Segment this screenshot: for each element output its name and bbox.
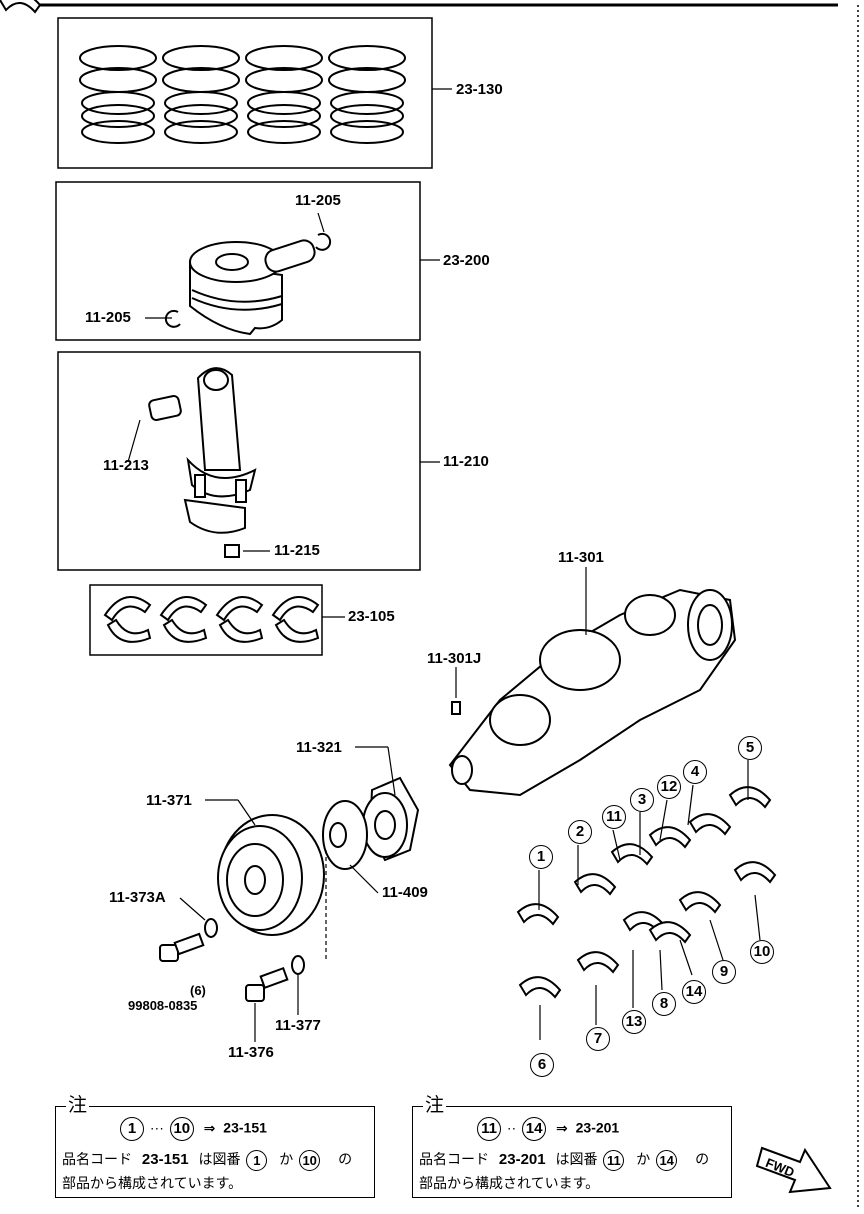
callout-1: 1 — [529, 845, 553, 869]
note-2-range: 11 ·· 14 ⇒ 23-201 — [475, 1117, 619, 1141]
callout-11: 11 — [602, 805, 626, 829]
label-23-105: 23-105 — [348, 608, 395, 625]
note-1-line3: 部品から構成されています。 — [62, 1175, 243, 1191]
rod-bearings-box[interactable] — [89, 584, 345, 656]
note-2-line2: 品名コード 23-201 は図番 11 か 14 の — [419, 1149, 709, 1171]
label-23-130: 23-130 — [456, 81, 503, 98]
pulley-plate[interactable] — [322, 800, 379, 894]
label-bolt-qty: (6) — [190, 983, 206, 998]
connecting-rod-box[interactable] — [57, 351, 440, 571]
callout-2: 2 — [568, 820, 592, 844]
note-box-2: 注 11 ·· 14 ⇒ 23-201 品名コード 23-201 は図番 11 … — [412, 1095, 732, 1198]
label-11-213: 11-213 — [103, 457, 149, 474]
label-23-200: 23-200 — [443, 252, 490, 269]
callout-12: 12 — [657, 775, 681, 799]
piston-assembly-box[interactable] — [55, 181, 440, 341]
note-1-range: 1 ··· 10 ⇒ 23-151 — [118, 1117, 267, 1141]
callout-13: 13 — [622, 1010, 646, 1034]
fwd-arrow-icon — [755, 1146, 832, 1194]
note-2-line3: 部品から構成されています。 — [419, 1175, 600, 1191]
label-11-301j: 11-301J — [427, 650, 482, 667]
bolt-11-376[interactable] — [245, 966, 289, 1042]
label-11-215: 11-215 — [274, 542, 320, 559]
crank-pulley[interactable] — [205, 799, 327, 960]
main-bearings[interactable] — [0, 0, 776, 998]
callout-6: 6 — [530, 1053, 554, 1077]
label-11-301: 11-301 — [558, 549, 604, 566]
label-11-371: 11-371 — [146, 792, 192, 809]
callout-5: 5 — [738, 736, 762, 760]
label-11-373a: 11-373A — [109, 889, 166, 906]
callout-14: 14 — [682, 980, 706, 1004]
callout-3: 3 — [630, 788, 654, 812]
bolt-99808[interactable] — [159, 932, 205, 962]
callout-7: 7 — [586, 1027, 610, 1051]
label-11-377: 11-377 — [275, 1017, 321, 1034]
label-11-210: 11-210 — [443, 453, 489, 470]
timing-pulley[interactable] — [355, 746, 420, 862]
label-11-409: 11-409 — [382, 884, 428, 901]
crankshaft[interactable] — [448, 567, 737, 797]
callout-9: 9 — [712, 960, 736, 984]
label-99808-0835: 99808-0835 — [128, 998, 198, 1013]
callout-10: 10 — [750, 940, 774, 964]
note-2-title: 注 — [423, 1095, 447, 1117]
piston-rings-box[interactable] — [57, 17, 452, 169]
note-1-title: 注 — [66, 1095, 90, 1117]
washer-373a[interactable] — [179, 897, 218, 938]
note-1-line2: 品名コード 23-151 は図番 1 か 10 の — [62, 1149, 352, 1171]
washer-11-377[interactable] — [291, 955, 305, 1015]
label-11-205-top: 11-205 — [295, 192, 341, 209]
callout-4: 4 — [683, 760, 707, 784]
note-box-1: 注 1 ··· 10 ⇒ 23-151 品名コード 23-151 は図番 1 か… — [55, 1095, 375, 1198]
callout-8: 8 — [652, 992, 676, 1016]
label-11-376: 11-376 — [228, 1044, 274, 1061]
label-11-205-left: 11-205 — [85, 309, 131, 326]
label-11-321: 11-321 — [296, 739, 342, 756]
